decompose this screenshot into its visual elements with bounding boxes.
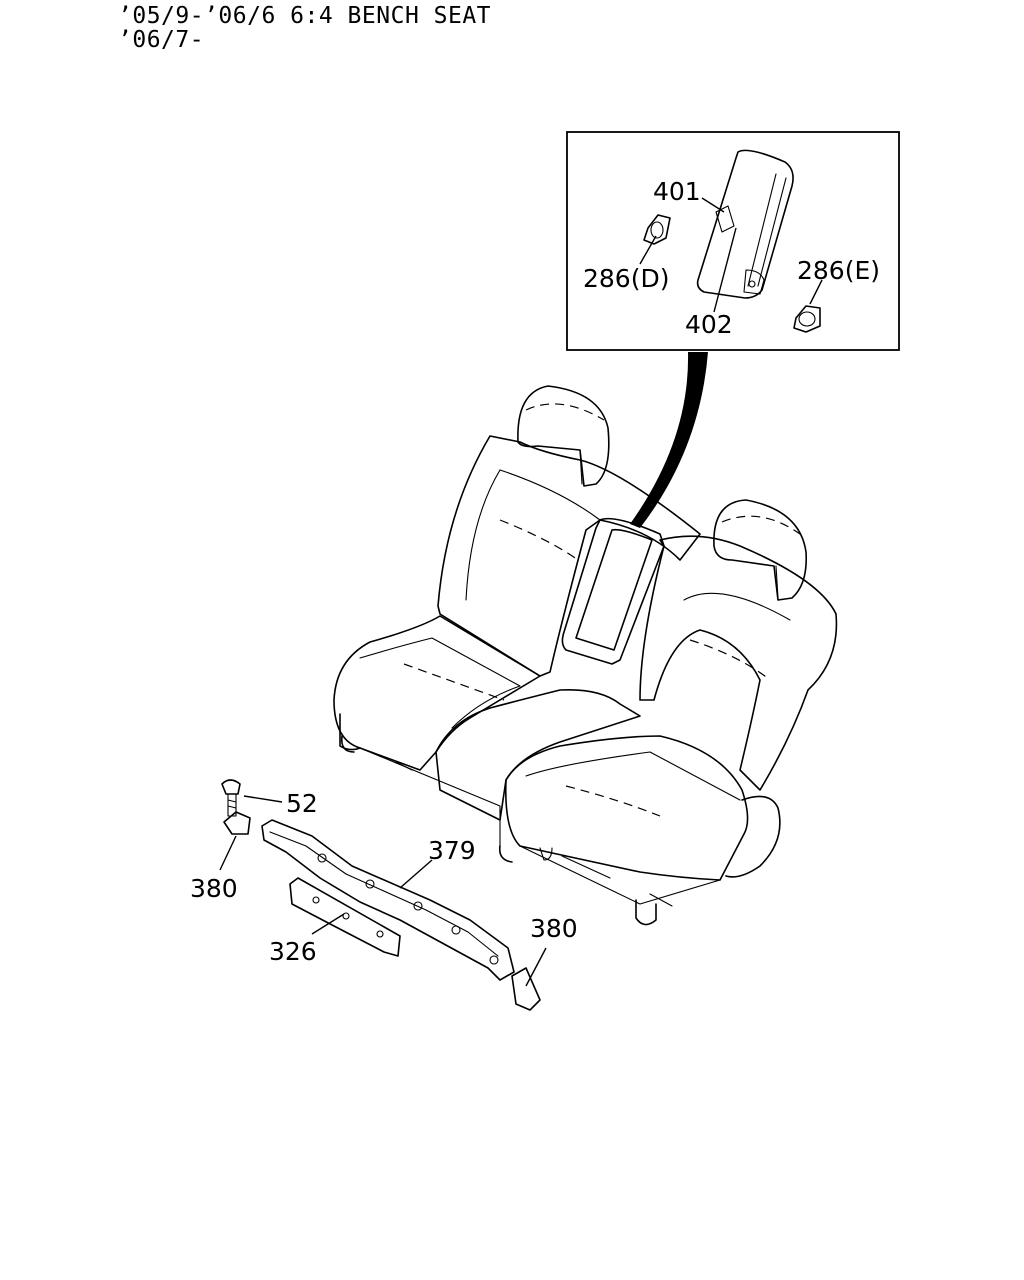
plate-326	[289, 877, 401, 957]
bench-seat	[333, 385, 838, 926]
header-line-2: ’06/7-	[118, 27, 205, 53]
bracket-380-left	[223, 811, 251, 835]
callout-286d: 286(D)	[583, 264, 669, 293]
escutcheon-d	[643, 214, 671, 245]
bolt-52	[221, 779, 241, 817]
seat-bracket-379	[261, 819, 515, 981]
callout-402: 402	[685, 310, 733, 339]
armrest-part	[696, 149, 794, 299]
diagram-header: ’05/9-’06/6 6:4 BENCH SEAT ’06/7-	[118, 4, 491, 52]
inset-pointer	[630, 352, 708, 528]
callout-286e: 286(E)	[797, 256, 880, 285]
callout-380-right: 380	[530, 914, 578, 943]
callout-326: 326	[269, 937, 317, 966]
header-line-1: ’05/9-’06/6 6:4 BENCH SEAT	[118, 3, 492, 29]
callout-379: 379	[428, 836, 476, 865]
callout-380-left: 380	[190, 874, 238, 903]
escutcheon-e	[793, 305, 821, 333]
callout-401: 401	[653, 177, 701, 206]
bracket-380-right	[511, 967, 541, 1011]
detail-inset: 401 286(D) 402 286(E)	[566, 131, 900, 351]
callout-52: 52	[286, 789, 318, 818]
